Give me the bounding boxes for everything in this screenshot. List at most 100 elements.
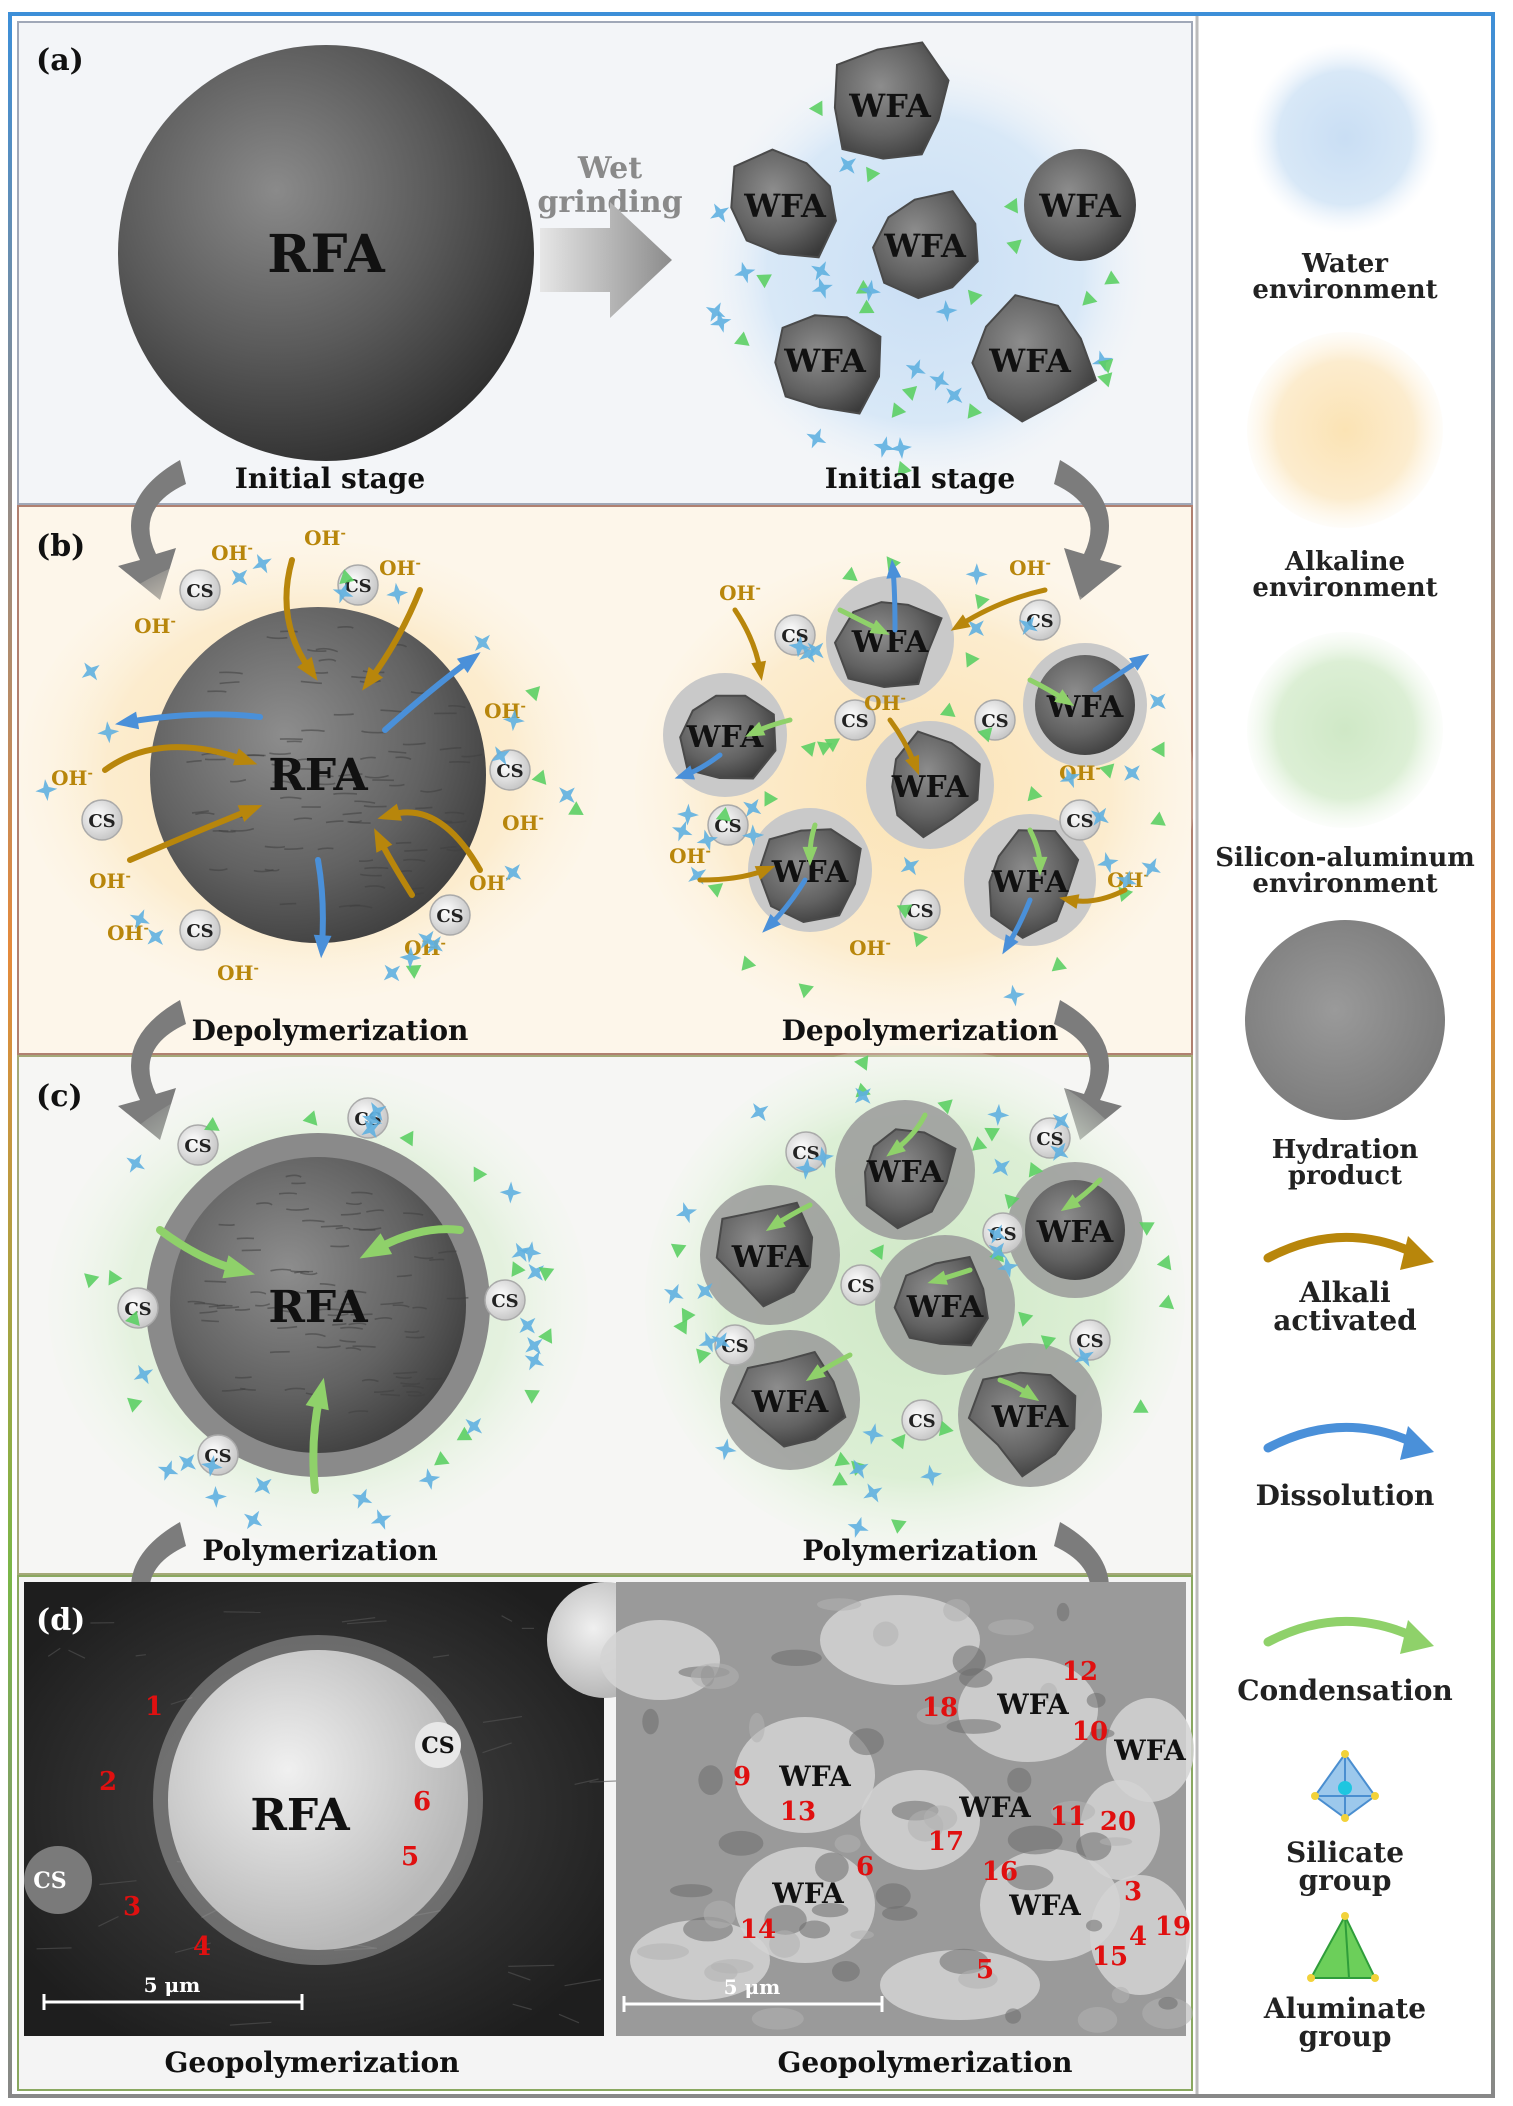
legend-water-line1: Water: [1301, 249, 1388, 279]
wfa-particle: [1025, 1180, 1125, 1280]
sem-speck: [764, 1904, 807, 1935]
oh-ion: OH-: [469, 871, 511, 895]
aluminate-group: [977, 727, 993, 743]
reaction-arrowhead: [1129, 653, 1150, 671]
silicate-group: [750, 1103, 769, 1122]
point-label: 11: [1050, 1802, 1086, 1832]
aluminate-group: [817, 741, 833, 756]
silicate-group: [811, 277, 833, 299]
surface-ridge: [269, 1350, 290, 1354]
reaction-arrowhead: [232, 748, 258, 766]
cs-particle: [834, 699, 876, 741]
oh-charge: -: [125, 869, 130, 884]
silicate-group: [788, 635, 811, 658]
rfa-label: RFA: [267, 224, 385, 285]
surface-ridge: [264, 845, 286, 849]
legend-water-line2: environment: [1252, 275, 1437, 305]
surface-ridge: [429, 1258, 445, 1261]
silicate-group: [133, 1364, 154, 1385]
cs-particle: [901, 1399, 943, 1441]
legend-silicate-line2: group: [1299, 1864, 1392, 1897]
point-label: 5: [976, 1955, 994, 1985]
surface-ridge: [271, 763, 290, 767]
aluminate-group: [1040, 1335, 1057, 1350]
silicate-group: [698, 1331, 720, 1353]
silicate-group: [862, 1423, 884, 1445]
legend: Water environment Alkaline environment S…: [1215, 43, 1475, 2053]
surface-ridge: [337, 626, 354, 629]
surface-ridge: [412, 1306, 427, 1310]
reaction-arrowhead: [374, 828, 393, 853]
sem-speck: [1040, 1682, 1058, 1702]
surface-ridge: [444, 811, 465, 815]
cs-label: CS: [792, 1143, 819, 1164]
sem-speck: [669, 1884, 713, 1898]
silicate-group: [332, 582, 354, 604]
reaction-arrows-b: [102, 557, 1150, 959]
reaction-arrowhead: [313, 934, 332, 959]
aluminate-group: [967, 289, 983, 306]
sem-wfa-label: WFA: [996, 1688, 1070, 1721]
aluminate-group: [525, 686, 541, 702]
silicate-group: [997, 1256, 1019, 1278]
aluminate-group: [913, 931, 929, 948]
cs-label: CS: [186, 581, 213, 602]
cs-label: CS: [184, 1136, 211, 1157]
surface-ridge: [187, 1300, 206, 1304]
silicate-group: [254, 1477, 272, 1495]
silicate-group: [559, 787, 575, 803]
cs-label: CS: [989, 1224, 1016, 1245]
surface-ridge: [315, 647, 339, 653]
sem-speck: [1007, 1825, 1063, 1855]
wfa-label: WFA: [891, 770, 969, 805]
legend-hydration-line1: Hydration: [1272, 1135, 1419, 1165]
surface-ridge: [305, 1333, 326, 1338]
silicate-group: [711, 1332, 731, 1351]
reaction-arrowhead: [886, 1139, 906, 1157]
aluminate-group: [538, 1328, 553, 1344]
point-label: 3: [123, 1892, 141, 1922]
cs-label: CS: [721, 1336, 748, 1357]
wfa-particle: [715, 1201, 814, 1308]
oh-ion: OH-: [107, 921, 149, 945]
oh-charge: -: [705, 844, 710, 859]
surface-ridge: [340, 1326, 363, 1330]
sem-grain: [880, 1950, 1040, 2020]
surface-ridge: [319, 775, 334, 778]
surface-ridge: [395, 841, 412, 845]
sem-crack: [135, 1654, 146, 1657]
surface-ridge: [380, 709, 403, 713]
oh-ion: OH-: [1107, 868, 1149, 892]
surface-ridge: [345, 1347, 362, 1351]
sem-speck: [642, 1708, 659, 1735]
silicate-group: [811, 261, 831, 281]
sem-crack: [333, 1947, 375, 1951]
surface-ridge: [449, 761, 471, 764]
wfa-particle: [1024, 149, 1136, 261]
silicate-group: [425, 936, 443, 954]
legend-aluminate-line2: group: [1299, 2020, 1392, 2053]
legend-condensation-arrowhead: [1400, 1620, 1434, 1654]
cs-label: CS: [436, 906, 463, 927]
point-label: 13: [780, 1797, 816, 1827]
wfa-particle: [988, 829, 1080, 939]
legend-dissolution-label: Dissolution: [1256, 1479, 1435, 1512]
sem-speck: [1051, 1800, 1096, 1823]
silicate-group: [675, 1202, 697, 1224]
sem-crack: [564, 1978, 601, 1987]
silicate-group: [1124, 765, 1140, 781]
sem-speck: [943, 1599, 971, 1622]
sem-crack: [482, 1742, 512, 1754]
surface-ridge: [300, 680, 322, 685]
aluminate-group: [1051, 956, 1067, 972]
surface-ridge: [207, 690, 227, 693]
sem-grain: [1090, 1875, 1190, 1995]
sem-speck: [703, 1900, 736, 1929]
aluminate-group: [891, 1519, 907, 1534]
legend-hydration-swatch: [1245, 920, 1445, 1120]
oh-ion: OH-: [304, 526, 346, 550]
panel-d-label: (d): [36, 1603, 85, 1638]
aluminate-group: [965, 652, 980, 668]
